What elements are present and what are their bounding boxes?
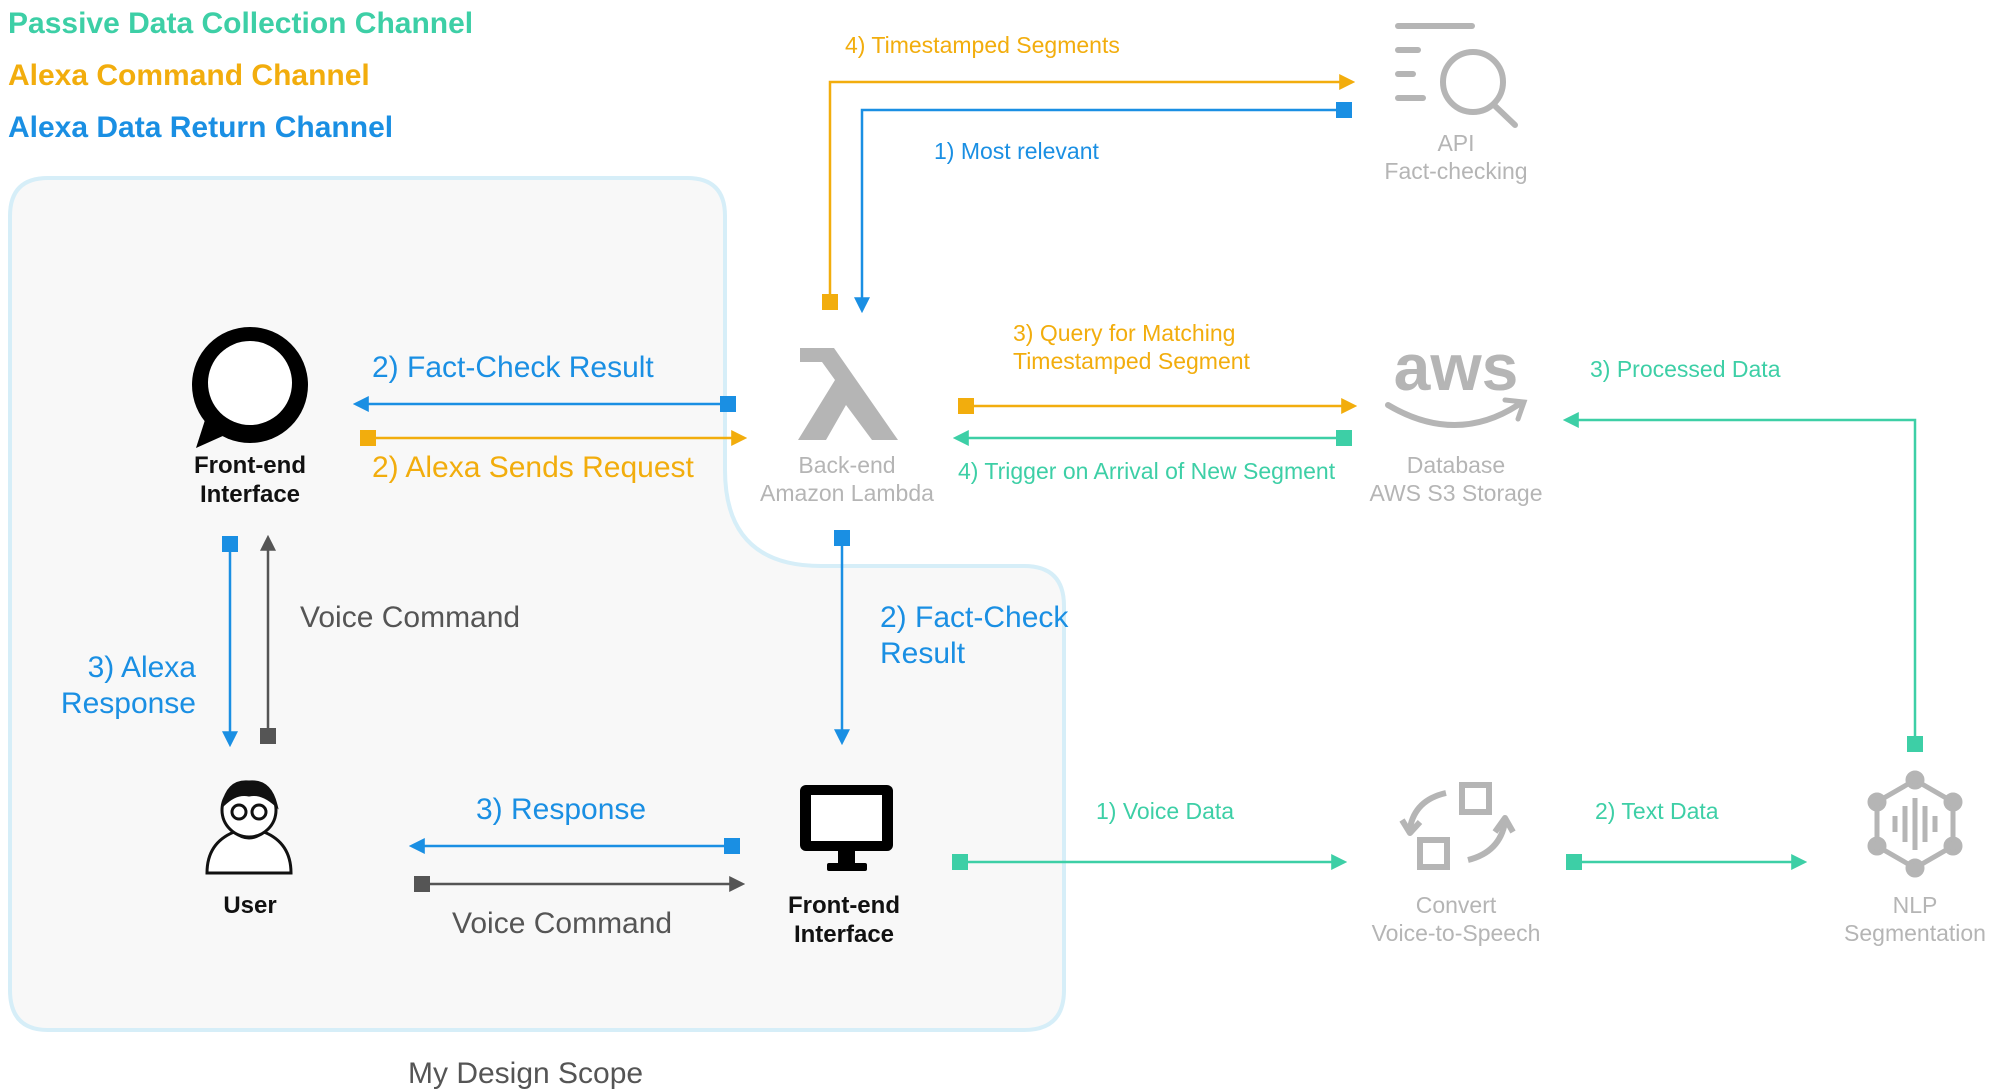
search-list-icon [1395, 23, 1518, 128]
monitor-node-label: Front-end Interface [744, 892, 944, 950]
edge-label-trigger: 4) Trigger on Arrival of New Segment [958, 458, 1336, 484]
edge-voice-command-horizontal [414, 876, 746, 892]
edge-label-fact-check-line1: 2) Fact-Check [880, 601, 1069, 634]
edge-response [408, 838, 740, 854]
edge-processed-data [1562, 412, 1923, 752]
edge-label-timestamped-segments: 4) Timestamped Segments [845, 32, 1120, 58]
nlp-label-line2: Segmentation [1844, 919, 1986, 946]
aws-logo-icon: aws [1385, 330, 1528, 428]
edge-query [958, 398, 1358, 414]
aws-node-label: Database AWS S3 Storage [1346, 452, 1566, 507]
alexa-label-line1: Front-end [194, 452, 306, 479]
edge-label-fact-check-line2: Result [880, 637, 966, 670]
legend-return: Alexa Data Return Channel [8, 111, 394, 144]
legend-passive: Passive Data Collection Channel [8, 7, 474, 40]
monitor-icon [800, 785, 893, 871]
nlp-icon [1867, 770, 1963, 878]
edge-label-query-line2: Timestamped Segment [1013, 347, 1250, 374]
edge-label-alexa-response-line1: 3) Alexa [87, 651, 196, 684]
edge-label-alexa-sends-request: 2) Alexa Sends Request [372, 451, 694, 484]
edge-label-voice-command-horizontal: Voice Command [452, 907, 673, 940]
edge-label-response: 3) Response [476, 793, 647, 826]
aws-label-line1: Database [1406, 452, 1506, 478]
edge-label-text-data: 2) Text Data [1595, 798, 1719, 824]
edge-label-fact-check-result-top: 2) Fact-Check Result [372, 351, 654, 384]
api-label-line2: Fact-checking [1384, 157, 1528, 184]
edge-fact-check-result-top [352, 396, 736, 412]
edge-label-most-relevant: 1) Most relevant [934, 138, 1099, 164]
convert-label-line1: Convert [1415, 892, 1497, 918]
monitor-label-line2: Interface [793, 920, 895, 948]
edge-voice-command-vertical [260, 534, 276, 744]
lambda-label-line2: Amazon Lambda [760, 479, 934, 506]
design-scope-label: My Design Scope [408, 1057, 644, 1090]
alexa-node-label: Front-end Interface [150, 452, 350, 510]
edge-alexa-sends-request [360, 430, 748, 446]
alexa-label-line2: Interface [199, 480, 301, 508]
api-node-label: API Fact-checking [1346, 130, 1566, 185]
edge-label-query-line1: 3) Query for Matching [1013, 320, 1236, 346]
edge-alexa-response [222, 536, 238, 748]
alexa-ring-icon [192, 327, 308, 448]
edge-label-alexa-response-line2: Response [60, 687, 196, 720]
nlp-label-line1: NLP [1892, 892, 1938, 918]
lambda-label-line1: Back-end [798, 452, 896, 478]
edge-label-voice-data: 1) Voice Data [1096, 798, 1235, 824]
edge-trigger [952, 430, 1352, 446]
lambda-icon [798, 348, 898, 440]
edge-label-fact-check-vertical: 2) Fact-Check Result [880, 600, 1068, 672]
edge-fact-check-result-vertical [834, 530, 850, 746]
edge-label-query: 3) Query for Matching Timestamped Segmen… [1013, 320, 1250, 375]
edge-label-alexa-response: 3) Alexa Response [20, 650, 196, 722]
convert-node-label: Convert Voice-to-Speech [1336, 892, 1576, 947]
user-icon [205, 780, 293, 875]
nlp-node-label: NLP Segmentation [1815, 892, 2000, 947]
convert-label-line2: Voice-to-Speech [1371, 919, 1541, 946]
lambda-node-label: Back-end Amazon Lambda [720, 452, 974, 507]
legend-command: Alexa Command Channel [8, 59, 370, 92]
edge-timestamped-segments [822, 74, 1356, 310]
edge-text-data [1566, 854, 1808, 870]
edge-most-relevant [854, 102, 1352, 314]
edge-voice-data [952, 854, 1348, 870]
user-label: User [223, 892, 277, 919]
convert-icon [1399, 782, 1516, 870]
edge-label-voice-command-vertical: Voice Command [300, 601, 521, 634]
edge-label-processed-data: 3) Processed Data [1590, 356, 1781, 382]
svg-text:aws: aws [1394, 330, 1519, 404]
monitor-label-line1: Front-end [788, 892, 900, 919]
aws-label-line2: AWS S3 Storage [1369, 479, 1543, 506]
api-label-line1: API [1437, 130, 1475, 156]
